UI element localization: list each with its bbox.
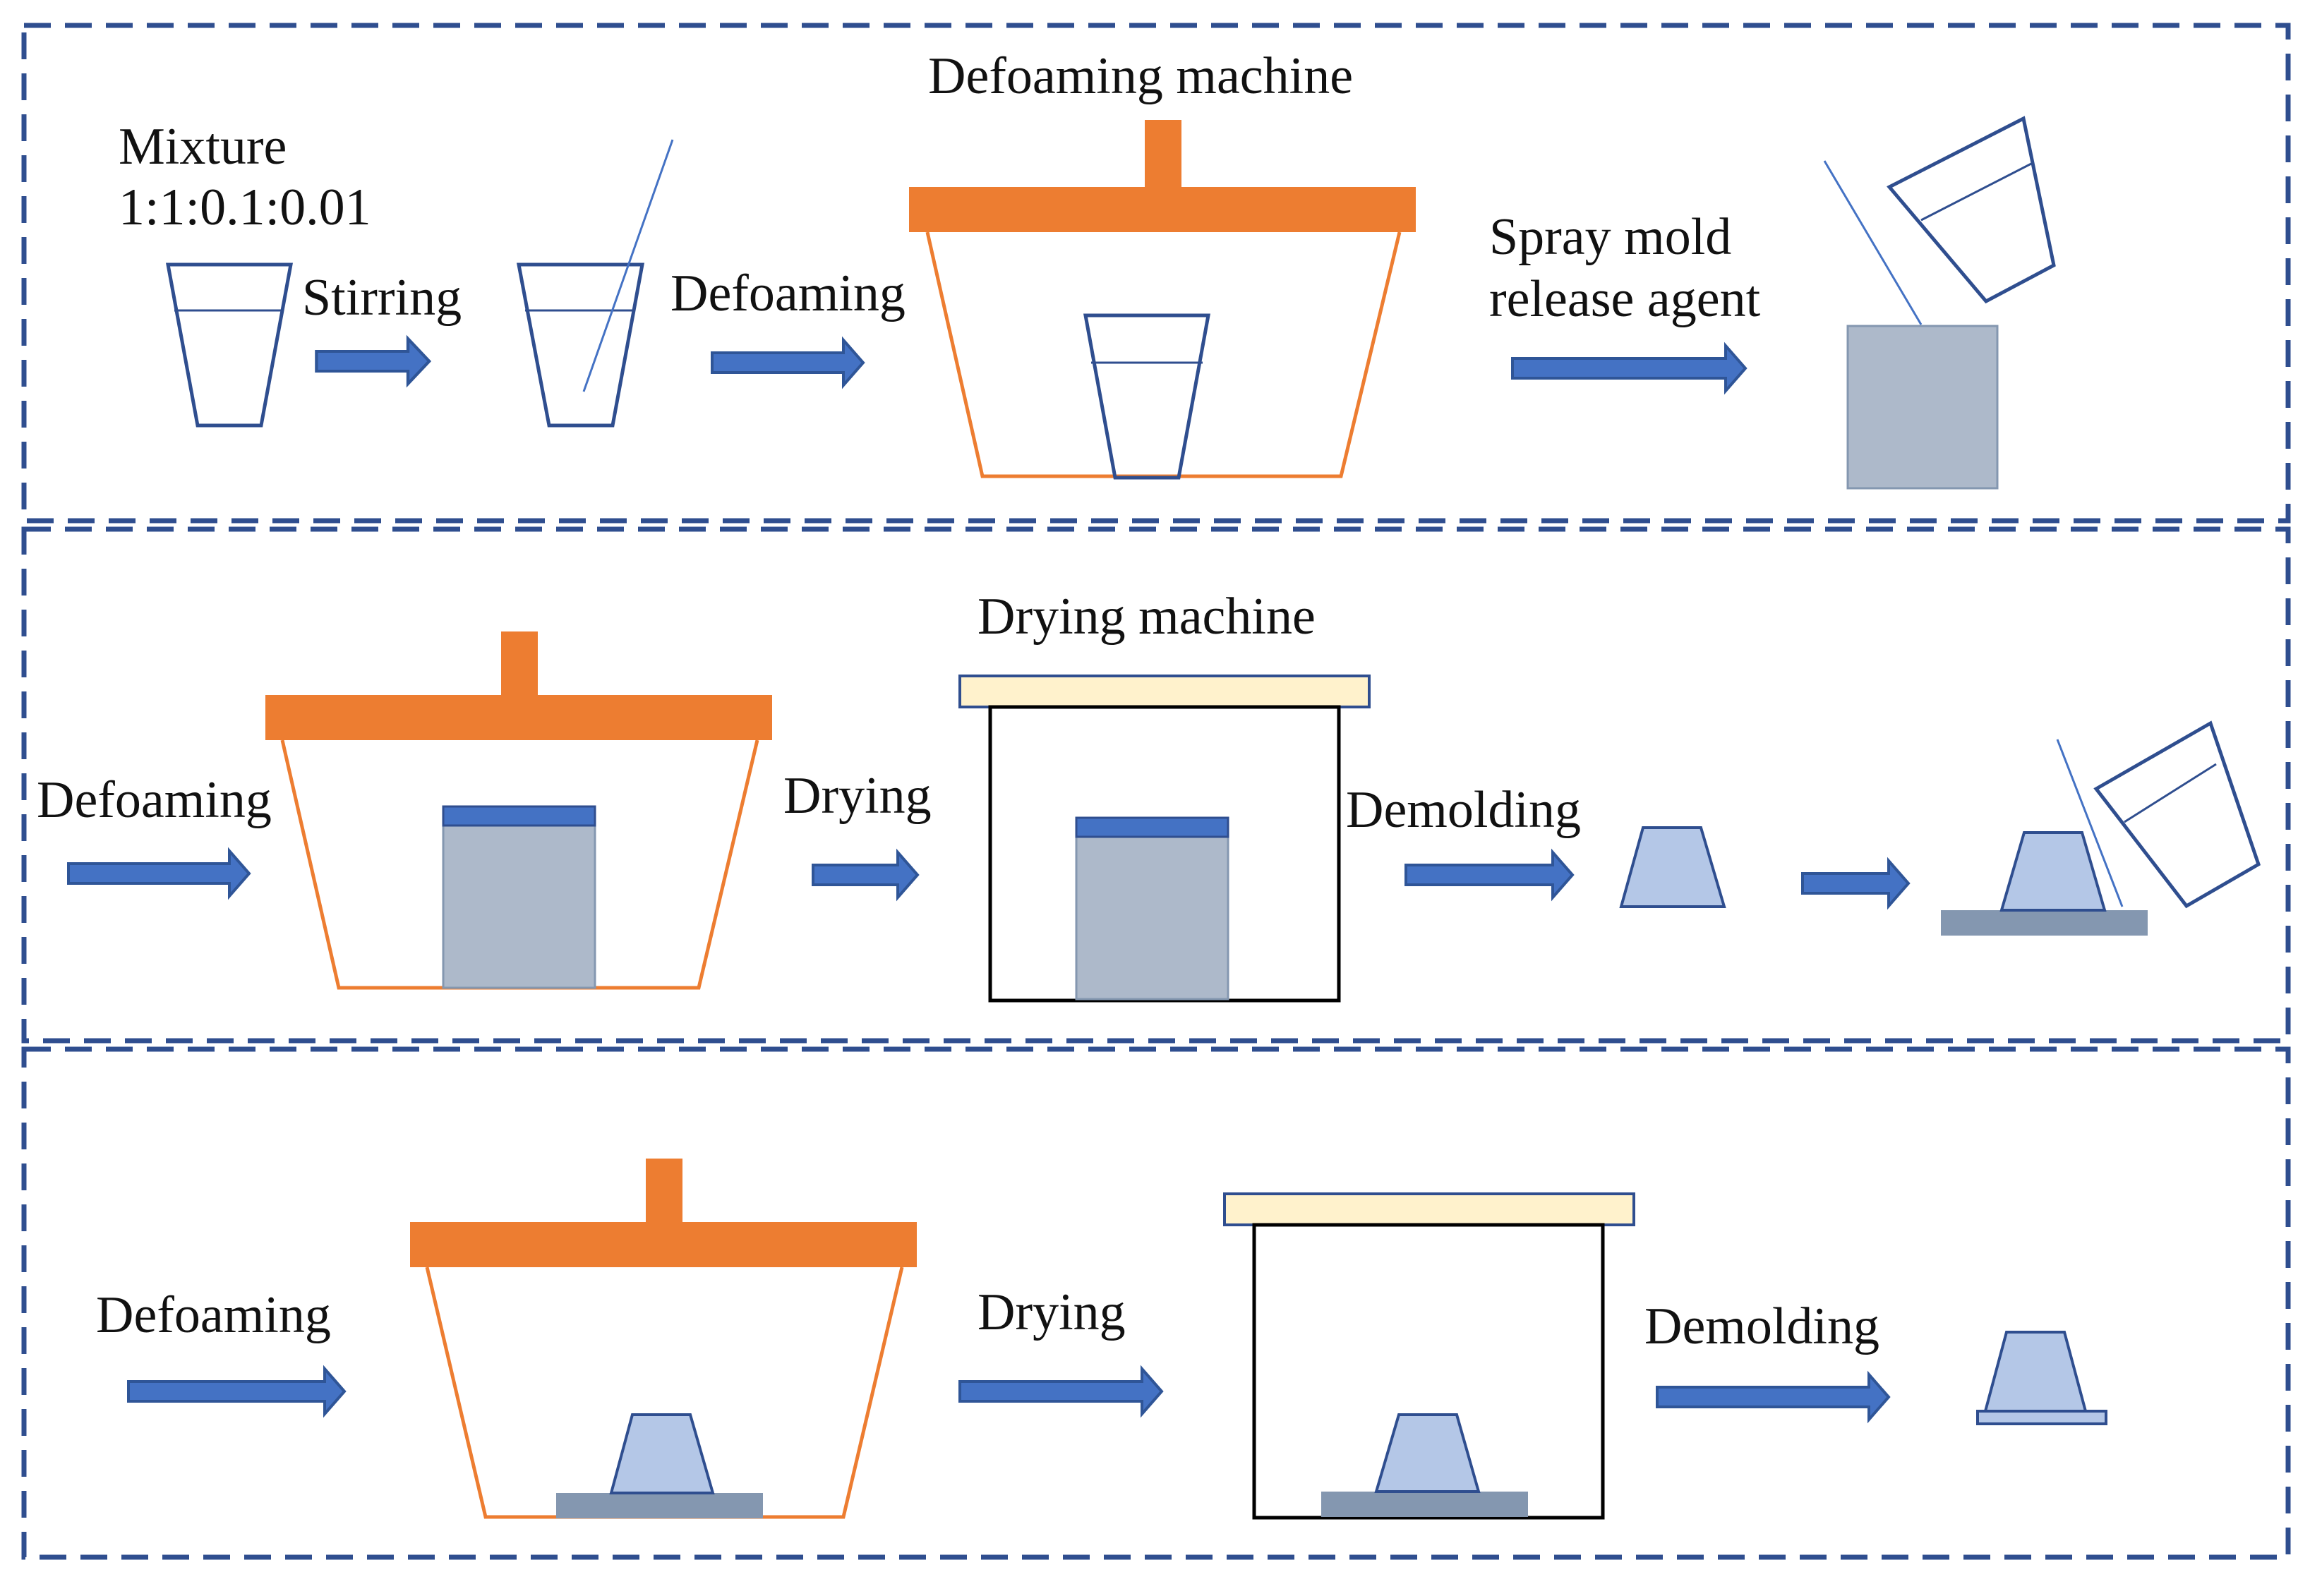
arrow-row2-drying-icon bbox=[812, 848, 920, 902]
panel-3-border bbox=[21, 1046, 2291, 1560]
arrow-row2-defoaming-icon bbox=[67, 847, 251, 900]
drying-machine-1-icon bbox=[958, 675, 1371, 1003]
arrow-row3-defoaming-icon bbox=[127, 1365, 347, 1418]
arrow-row2-demolding-icon bbox=[1404, 848, 1575, 902]
panel-2-border bbox=[21, 526, 2291, 1044]
drying-machine-2-icon bbox=[1223, 1192, 1635, 1520]
defoaming-machine-label: Defoaming machine bbox=[928, 47, 1353, 105]
arrow-row3-drying-icon bbox=[958, 1365, 1164, 1418]
defoaming-machine-1-icon bbox=[909, 120, 1416, 480]
arrow-stirring-icon bbox=[315, 334, 432, 388]
arrow-spray-icon bbox=[1511, 341, 1747, 395]
defoaming-machine-2-icon bbox=[265, 631, 772, 990]
mixture-title: Mixture bbox=[119, 118, 287, 176]
row3-drying-label: Drying bbox=[977, 1283, 1126, 1341]
panel-1-border bbox=[21, 23, 2291, 524]
row2-demolding-label: Demolding bbox=[1346, 781, 1581, 839]
pour-onto-product-icon bbox=[1941, 720, 2261, 936]
drying-machine-label: Drying machine bbox=[977, 588, 1316, 646]
final-product-icon bbox=[1976, 1331, 2107, 1425]
mixture-ratio: 1:1:0.1:0.01 bbox=[119, 179, 371, 236]
arrow-row1-defoaming-icon bbox=[711, 336, 865, 389]
row2-drying-label: Drying bbox=[783, 767, 932, 825]
arrow-row3-demolding-icon bbox=[1656, 1370, 1891, 1424]
defoaming-machine-3-icon bbox=[410, 1159, 917, 1519]
arrow-row2-next-icon bbox=[1801, 857, 1911, 910]
demolded-product-icon bbox=[1619, 826, 1726, 908]
row3-defoaming-label: Defoaming bbox=[96, 1286, 331, 1344]
row1-defoaming-label: Defoaming bbox=[670, 265, 906, 322]
stirring-label: Stirring bbox=[302, 269, 462, 327]
spray-label-line2: release agent bbox=[1489, 270, 1761, 328]
stirred-cup-icon bbox=[516, 139, 674, 428]
spray-label-line1: Spray mold bbox=[1489, 208, 1731, 266]
mixture-cup-icon bbox=[165, 262, 294, 428]
pour-into-mold-icon bbox=[1823, 116, 2056, 490]
row2-defoaming-label: Defoaming bbox=[37, 771, 272, 829]
row3-demolding-label: Demolding bbox=[1644, 1298, 1879, 1355]
